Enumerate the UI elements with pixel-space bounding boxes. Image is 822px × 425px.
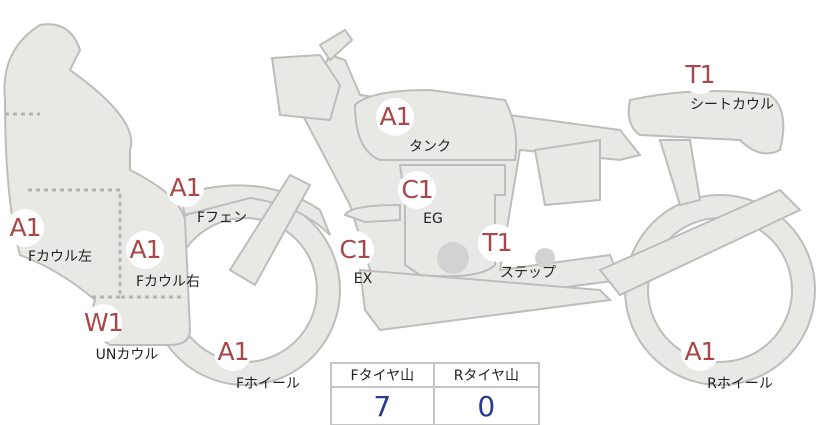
- handlebar: [318, 28, 354, 62]
- grade-badge-f-cowl-right[interactable]: A1: [126, 231, 164, 269]
- grade-badge-under-cowl[interactable]: W1: [84, 304, 124, 342]
- part-label-f-cowl-left: Fカウル左: [27, 249, 93, 265]
- tire-tread-table: Fタイヤ山 Rタイヤ山 7 0: [330, 362, 541, 425]
- part-label-seat-cowl: シートカウル: [690, 97, 774, 113]
- part-label-engine: EG: [423, 211, 443, 227]
- muffler-pipe: [343, 203, 401, 224]
- grade-badge-r-wheel[interactable]: A1: [681, 333, 719, 371]
- value-front-tire: 7: [330, 386, 435, 425]
- grade-badge-f-fender[interactable]: A1: [166, 169, 204, 207]
- exhaust-pipe: [358, 268, 613, 332]
- grade-badge-step[interactable]: T1: [478, 224, 516, 262]
- rear-frame: [658, 139, 702, 207]
- headlight: [270, 53, 342, 122]
- grade-badge-exhaust[interactable]: C1: [336, 231, 374, 269]
- value-rear-tire: 0: [432, 386, 541, 425]
- grade-badge-seat-cowl[interactable]: T1: [681, 56, 719, 94]
- grade-badge-engine[interactable]: C1: [398, 171, 436, 209]
- grade-badge-tank[interactable]: A1: [376, 98, 414, 136]
- header-rear-tire: Rタイヤ山: [432, 362, 541, 388]
- part-label-r-wheel: Rホイール: [707, 376, 773, 392]
- side-cover: [533, 138, 601, 207]
- grade-badge-f-cowl-left[interactable]: A1: [6, 209, 44, 247]
- grade-badge-f-wheel[interactable]: A1: [214, 333, 252, 371]
- part-label-f-fender: Fフェン: [196, 210, 248, 226]
- part-label-f-wheel: Fホイール: [235, 376, 301, 392]
- part-label-under-cowl: UNカウル: [95, 347, 159, 363]
- part-label-f-cowl-right: Fカウル右: [135, 274, 201, 290]
- part-label-tank: タンク: [409, 139, 451, 155]
- part-label-exhaust: EX: [353, 271, 373, 287]
- swingarm: [598, 188, 802, 297]
- header-front-tire: Fタイヤ山: [330, 362, 435, 388]
- front-wheel: [149, 194, 341, 386]
- part-label-step: ステップ: [500, 265, 556, 281]
- front-fork: [228, 173, 312, 287]
